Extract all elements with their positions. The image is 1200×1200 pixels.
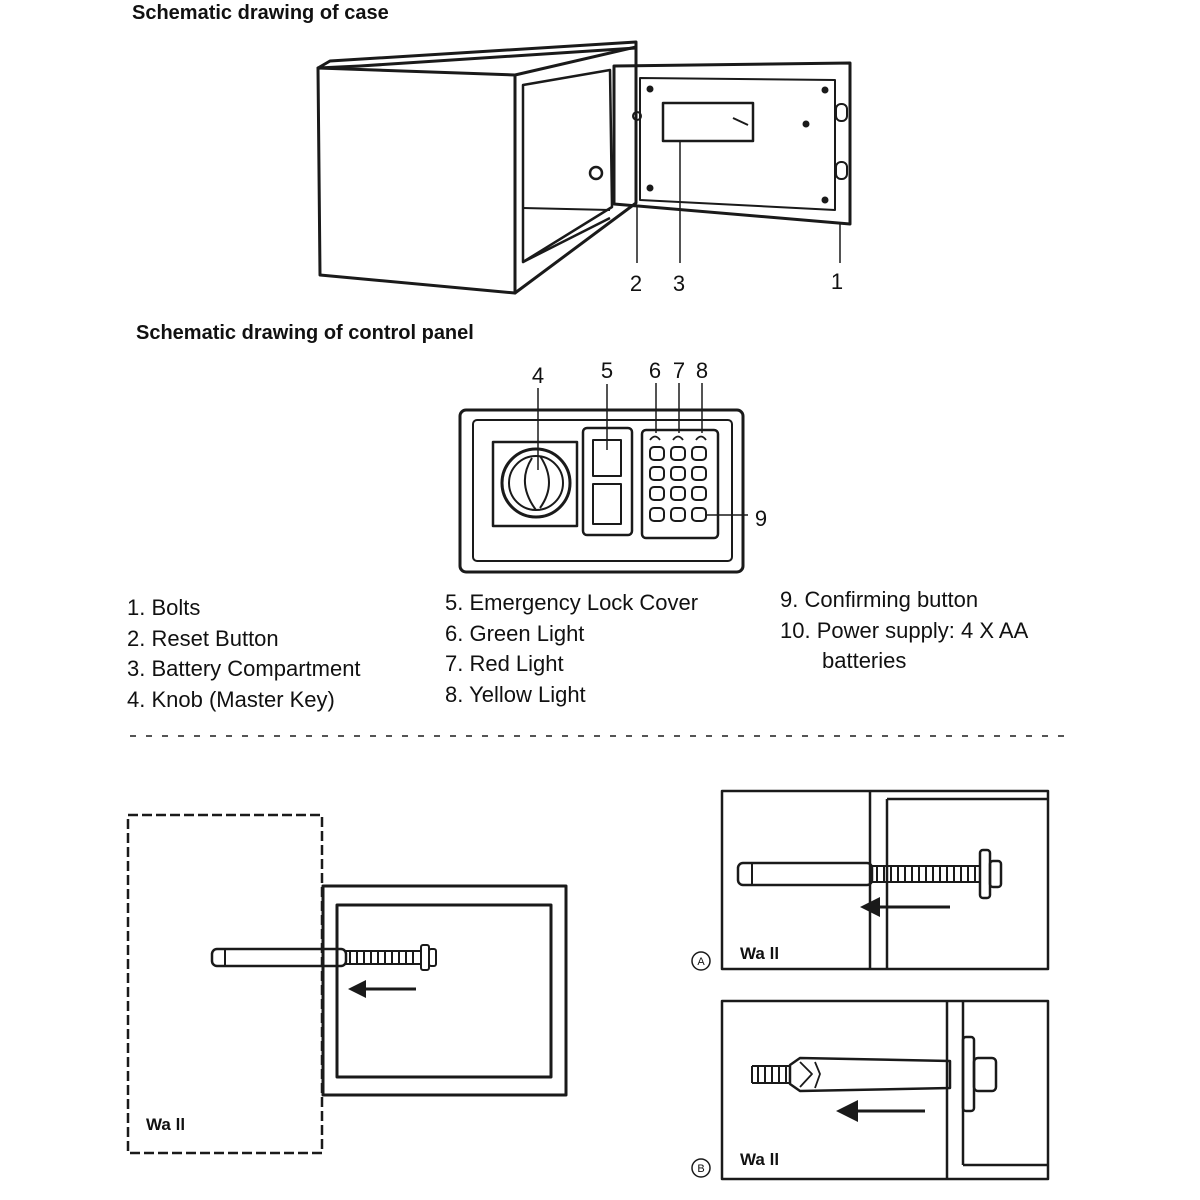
battery-compartment-window [661, 101, 755, 143]
safe-back [321, 884, 568, 1097]
keypad-keys [649, 446, 707, 522]
legend-item-emergency-lock-cover: 5. Emergency Lock Cover [445, 590, 699, 615]
case-drawing-heading: Schematic drawing of case [132, 2, 389, 24]
legend-item-knob: 4. Knob (Master Key) [127, 686, 335, 712]
safe-side-face [513, 45, 638, 295]
detail-a-frame [720, 789, 1050, 971]
yellow-light [695, 435, 707, 441]
legend-item-red-light: 7. Red Light [445, 651, 564, 676]
safe-opening [521, 68, 614, 264]
legend-item-battery-compartment: 3. Battery Compartment [127, 656, 361, 681]
legend-item-yellow-light: 8. Yellow Light [445, 681, 586, 707]
panel-outer-frame [458, 408, 745, 574]
wall-label-a: Wa ll [740, 944, 779, 963]
anchor-screw [345, 950, 422, 965]
legend-column-3: 9. Confirming button 10. Power supply: 4… [780, 585, 1028, 677]
legend-column-1: 1. Bolts 2. Reset Button 3. Battery Comp… [127, 593, 361, 715]
legend-item-reset-button: 2. Reset Button [127, 625, 279, 651]
hinge-pin [588, 165, 604, 181]
detail-a-diagram [691, 789, 1050, 971]
control-panel-drawing [458, 383, 748, 574]
callout-5: 5 [601, 358, 613, 383]
wall-label-b: Wa ll [740, 1150, 779, 1169]
detail-a-sleeve [736, 861, 874, 887]
callout-4: 4 [532, 363, 544, 388]
door-inner-panel [639, 77, 836, 211]
detail-b-diagram [691, 999, 1050, 1181]
callout-7: 7 [673, 358, 685, 383]
red-light [672, 435, 684, 441]
callout-8: 8 [696, 358, 708, 383]
step-a-marker [691, 951, 711, 971]
panel-inner-frame [472, 419, 733, 562]
anchor-sleeve [210, 947, 348, 968]
wall-label-left: Wa ll [146, 1115, 185, 1134]
expanded-anchor [788, 1056, 952, 1093]
panel-drawing-heading: Schematic drawing of control panel [136, 322, 474, 344]
callout-6: 6 [649, 358, 661, 383]
safe-case-drawing [316, 40, 852, 295]
legend-item-bolts: 1. Bolts [127, 595, 201, 620]
callout-3: 3 [673, 271, 685, 296]
confirming-button [691, 507, 707, 522]
legend-item-confirming-button: 9. Confirming button [780, 587, 979, 612]
bolt-top [835, 103, 848, 122]
safe-top-face [316, 40, 638, 70]
detail-a-screw [872, 865, 980, 883]
step-a-label: A [697, 956, 705, 968]
legend-item-green-light: 6. Green Light [445, 620, 585, 646]
knob [500, 447, 572, 519]
green-light [649, 435, 661, 441]
bolt-bottom [835, 161, 848, 180]
reset-button [632, 111, 642, 121]
wall-panel [126, 813, 324, 1155]
legend-column-2: 5. Emergency Lock Cover 6. Green Light 7… [445, 588, 698, 710]
wall-mount-diagram [126, 813, 568, 1155]
keypad [640, 428, 720, 540]
step-b-marker [691, 1158, 711, 1178]
legend-item-power-supply-cont: batteries [822, 648, 907, 673]
safe-door [612, 61, 852, 226]
callout-9: 9 [755, 506, 767, 531]
callout-2: 2 [630, 271, 642, 296]
detail-b-screw [751, 1065, 790, 1084]
detail-b-frame [720, 999, 1050, 1181]
knob-housing [491, 440, 579, 528]
callout-1: 1 [831, 269, 843, 294]
legend-item-power-supply: 10. Power supply: 4 X AA [780, 617, 1029, 643]
safe-front-face [316, 66, 517, 295]
step-b-label: B [697, 1163, 704, 1175]
